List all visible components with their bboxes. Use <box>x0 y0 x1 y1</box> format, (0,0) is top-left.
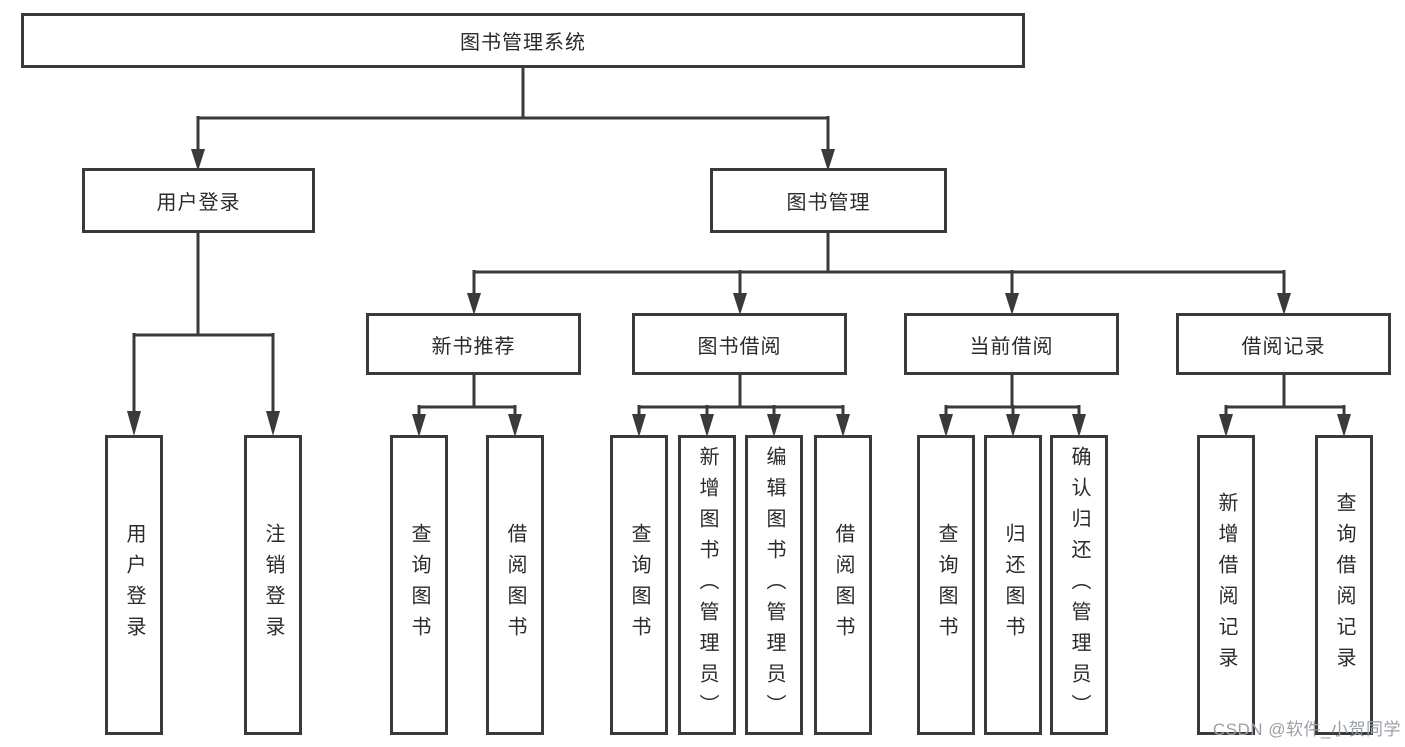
leaf-records-query-borrow-record: 查询借阅记录 <box>1315 435 1373 735</box>
node-book-management: 图书管理 <box>710 168 947 233</box>
leaf-borrow-edit-books-admin: 编辑图书（管理员） <box>745 435 803 735</box>
branch-current-borrow <box>939 374 1086 437</box>
leaf-user-login: 用户登录 <box>105 435 163 735</box>
branch-user-login <box>127 232 280 436</box>
leaf-newbook-borrow-books: 借阅图书 <box>486 435 544 735</box>
leaf-current-return-books: 归还图书 <box>984 435 1042 735</box>
leaf-borrow-add-books-admin: 新增图书（管理员） <box>678 435 736 735</box>
node-book-borrow: 图书借阅 <box>632 313 847 375</box>
node-current-borrow: 当前借阅 <box>904 313 1119 375</box>
branch-borrow-records <box>1219 374 1351 437</box>
branch-new-book-recommend <box>412 374 522 437</box>
leaf-logout-login: 注销登录 <box>244 435 302 735</box>
node-borrow-records: 借阅记录 <box>1176 313 1391 375</box>
branch-book-management <box>467 232 1291 315</box>
node-new-book-recommend: 新书推荐 <box>366 313 581 375</box>
leaf-newbook-query-books: 查询图书 <box>390 435 448 735</box>
leaf-current-confirm-return-admin: 确认归还（管理员） <box>1050 435 1108 735</box>
node-user-login: 用户登录 <box>82 168 315 233</box>
leaf-borrow-query-books: 查询图书 <box>610 435 668 735</box>
csdn-watermark: CSDN @软件_小贺同学 <box>1212 720 1401 739</box>
leaf-borrow-borrow-books: 借阅图书 <box>814 435 872 735</box>
branch-root <box>191 67 835 171</box>
leaf-current-query-books: 查询图书 <box>917 435 975 735</box>
branch-book-borrow <box>632 374 850 437</box>
leaf-records-add-borrow-record: 新增借阅记录 <box>1197 435 1255 735</box>
node-library-management-system: 图书管理系统 <box>21 13 1025 68</box>
